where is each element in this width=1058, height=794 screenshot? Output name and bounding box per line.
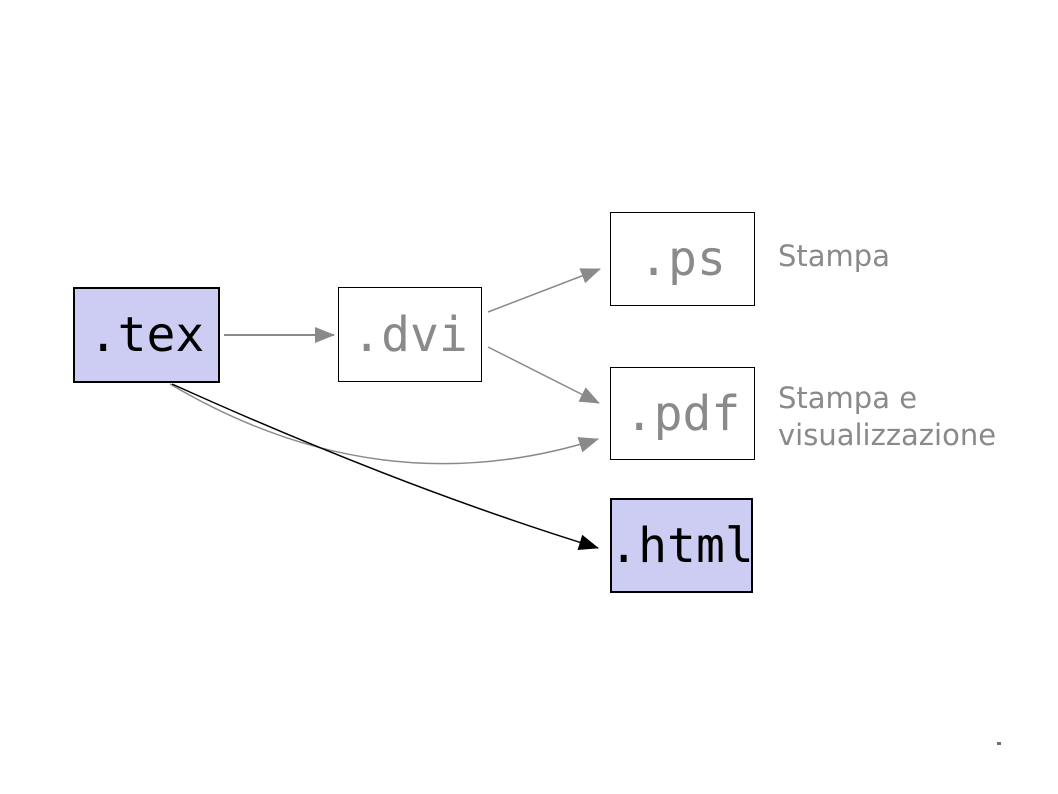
edge-tex-html [171,383,599,551]
page-artifact-dot [997,742,1001,745]
node-ps: .ps [610,212,755,306]
annotation-stampa-visualizzazione: Stampa e visualizzazione [778,381,997,452]
node-dvi: .dvi [338,287,482,382]
node-pdf: .pdf [610,367,755,460]
edge-dvi-pdf [487,346,600,404]
node-tex: .tex [73,287,220,383]
node-html: .html [609,498,754,593]
annotation-stampa: Stampa [778,239,890,273]
edge-dvi-ps [487,268,601,313]
edge-tex-pdf [169,383,599,465]
